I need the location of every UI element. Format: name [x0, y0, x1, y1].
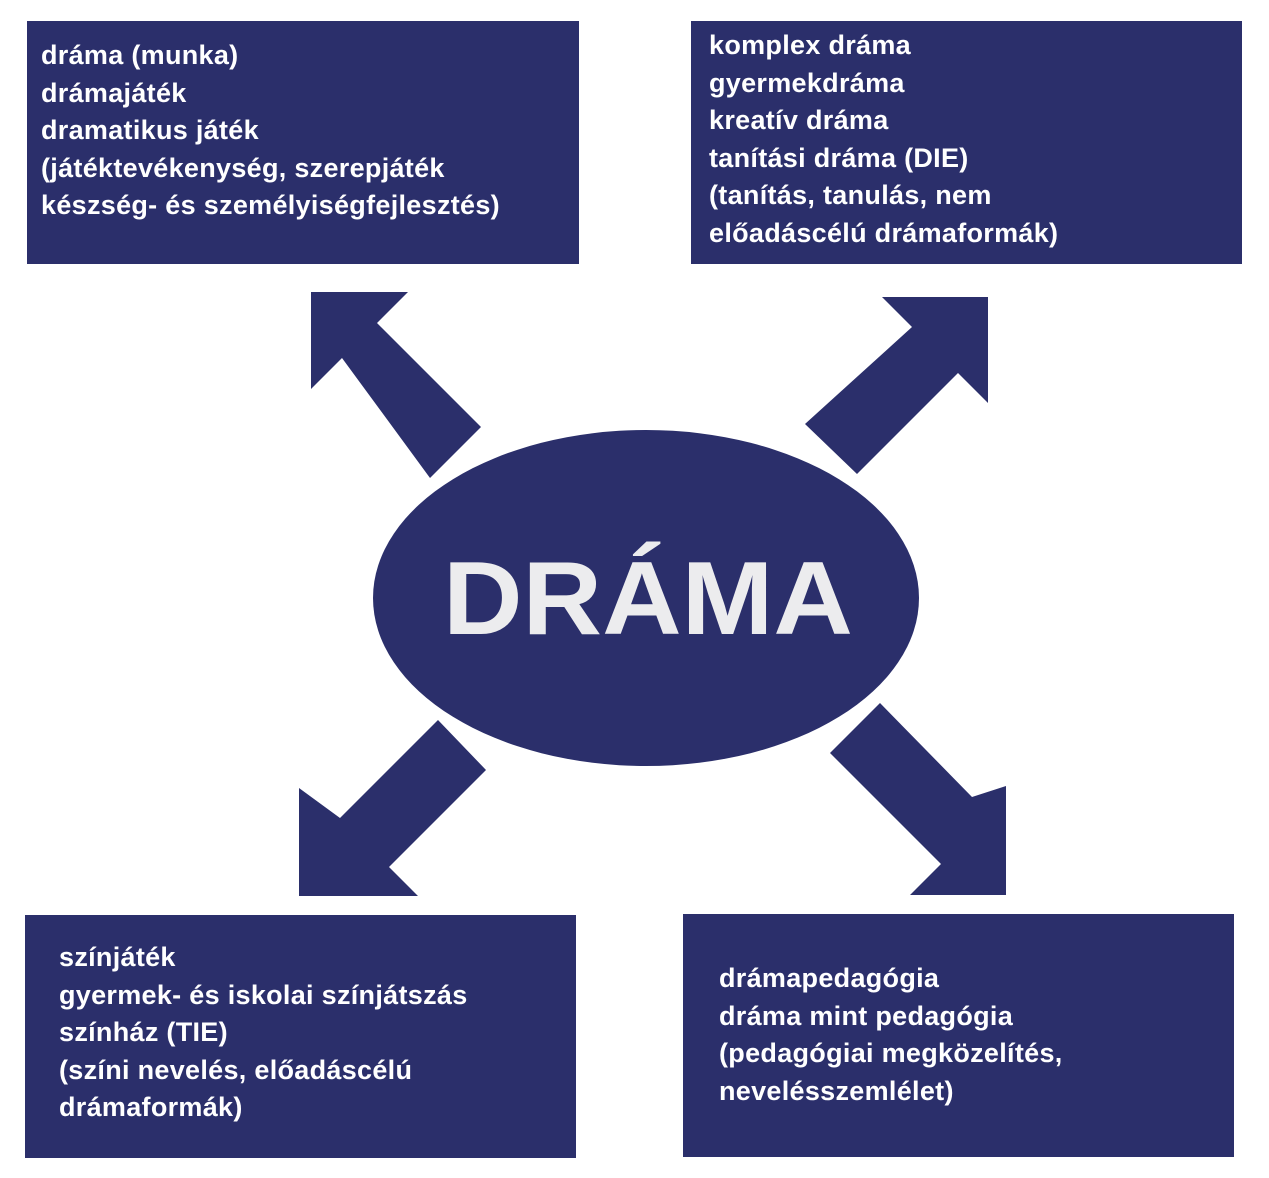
- box-line: nevelésszemlélet): [719, 1075, 954, 1106]
- box-line: drámaformák): [59, 1092, 243, 1122]
- box-bottom-right: drámapedagógia dráma mint pedagógia (ped…: [683, 914, 1234, 1157]
- center-label: DRÁMA: [443, 541, 853, 657]
- box-line: kreatív dráma: [709, 105, 889, 135]
- box-line: drámapedagógia: [719, 963, 940, 993]
- arrow-to-top-right: [805, 297, 988, 474]
- box-line: készség- és személyiségfejlesztés): [41, 190, 500, 220]
- box-top-right: komplex dráma gyermekdráma kreatív dráma…: [691, 21, 1242, 264]
- box-bottom-left: színjáték gyermek- és iskolai színjátszá…: [25, 915, 576, 1158]
- box-line: (játéktevékenység, szerepjáték: [41, 152, 445, 183]
- center-ellipse: [373, 430, 919, 766]
- arrow-to-bottom-left: [299, 720, 486, 896]
- arrow-to-bottom-right: [830, 703, 1006, 895]
- box-line: komplex dráma: [709, 30, 911, 60]
- box-line: dráma (munka): [41, 40, 239, 70]
- box-line: drámajáték: [41, 77, 187, 108]
- arrow-to-top-left: [311, 292, 481, 478]
- box-top-left: dráma (munka) drámajáték dramatikus játé…: [27, 21, 579, 264]
- box-line: dráma mint pedagógia: [719, 1000, 1014, 1031]
- box-line: színjáték: [59, 942, 176, 972]
- box-line: (pedagógiai megközelítés,: [719, 1038, 1063, 1068]
- box-line: (tanítás, tanulás, nem: [709, 180, 992, 210]
- box-line: gyermek- és iskolai színjátszás: [59, 979, 468, 1010]
- box-line: dramatikus játék: [41, 115, 259, 145]
- box-line: gyermekdráma: [709, 67, 905, 98]
- box-line: előadáscélú drámaformák): [709, 217, 1059, 248]
- box-line: (színi nevelés, előadáscélú: [59, 1054, 413, 1085]
- box-line: színház (TIE): [59, 1017, 228, 1047]
- box-line: tanítási dráma (DIE): [709, 142, 969, 173]
